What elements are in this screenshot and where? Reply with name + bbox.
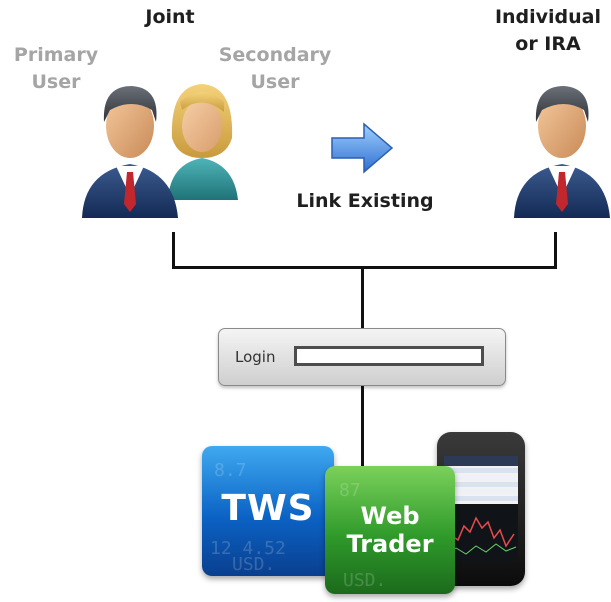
connector-to-apps [361, 384, 364, 468]
tws-label: TWS [221, 488, 315, 529]
connector-left-vertical [172, 232, 175, 268]
primary-user-label: Primary User [13, 44, 99, 93]
link-existing-label: Link Existing [296, 190, 434, 212]
connector-right-vertical [554, 232, 557, 268]
joint-label: Joint [145, 6, 195, 28]
login-panel: Login [218, 328, 506, 386]
tws-app-icon: 8.7 12 4.52 USD. TWS [202, 446, 334, 576]
login-input[interactable] [294, 346, 484, 366]
individual-user-icon [514, 86, 610, 218]
web-trader-app-icon: 87 USD. Web Trader [325, 466, 455, 594]
web-trader-label: Web Trader [346, 502, 434, 558]
secondary-user-icon [168, 84, 238, 200]
connector-to-login [361, 266, 364, 328]
primary-user-icon [82, 86, 178, 218]
arrow-right-icon [331, 122, 394, 174]
secondary-user-label: Secondary User [218, 44, 332, 93]
connector-horizontal [172, 266, 557, 269]
individual-ira-label: Individual or IRA [494, 6, 602, 55]
phone-screen [444, 456, 518, 562]
login-label: Login [235, 348, 276, 366]
